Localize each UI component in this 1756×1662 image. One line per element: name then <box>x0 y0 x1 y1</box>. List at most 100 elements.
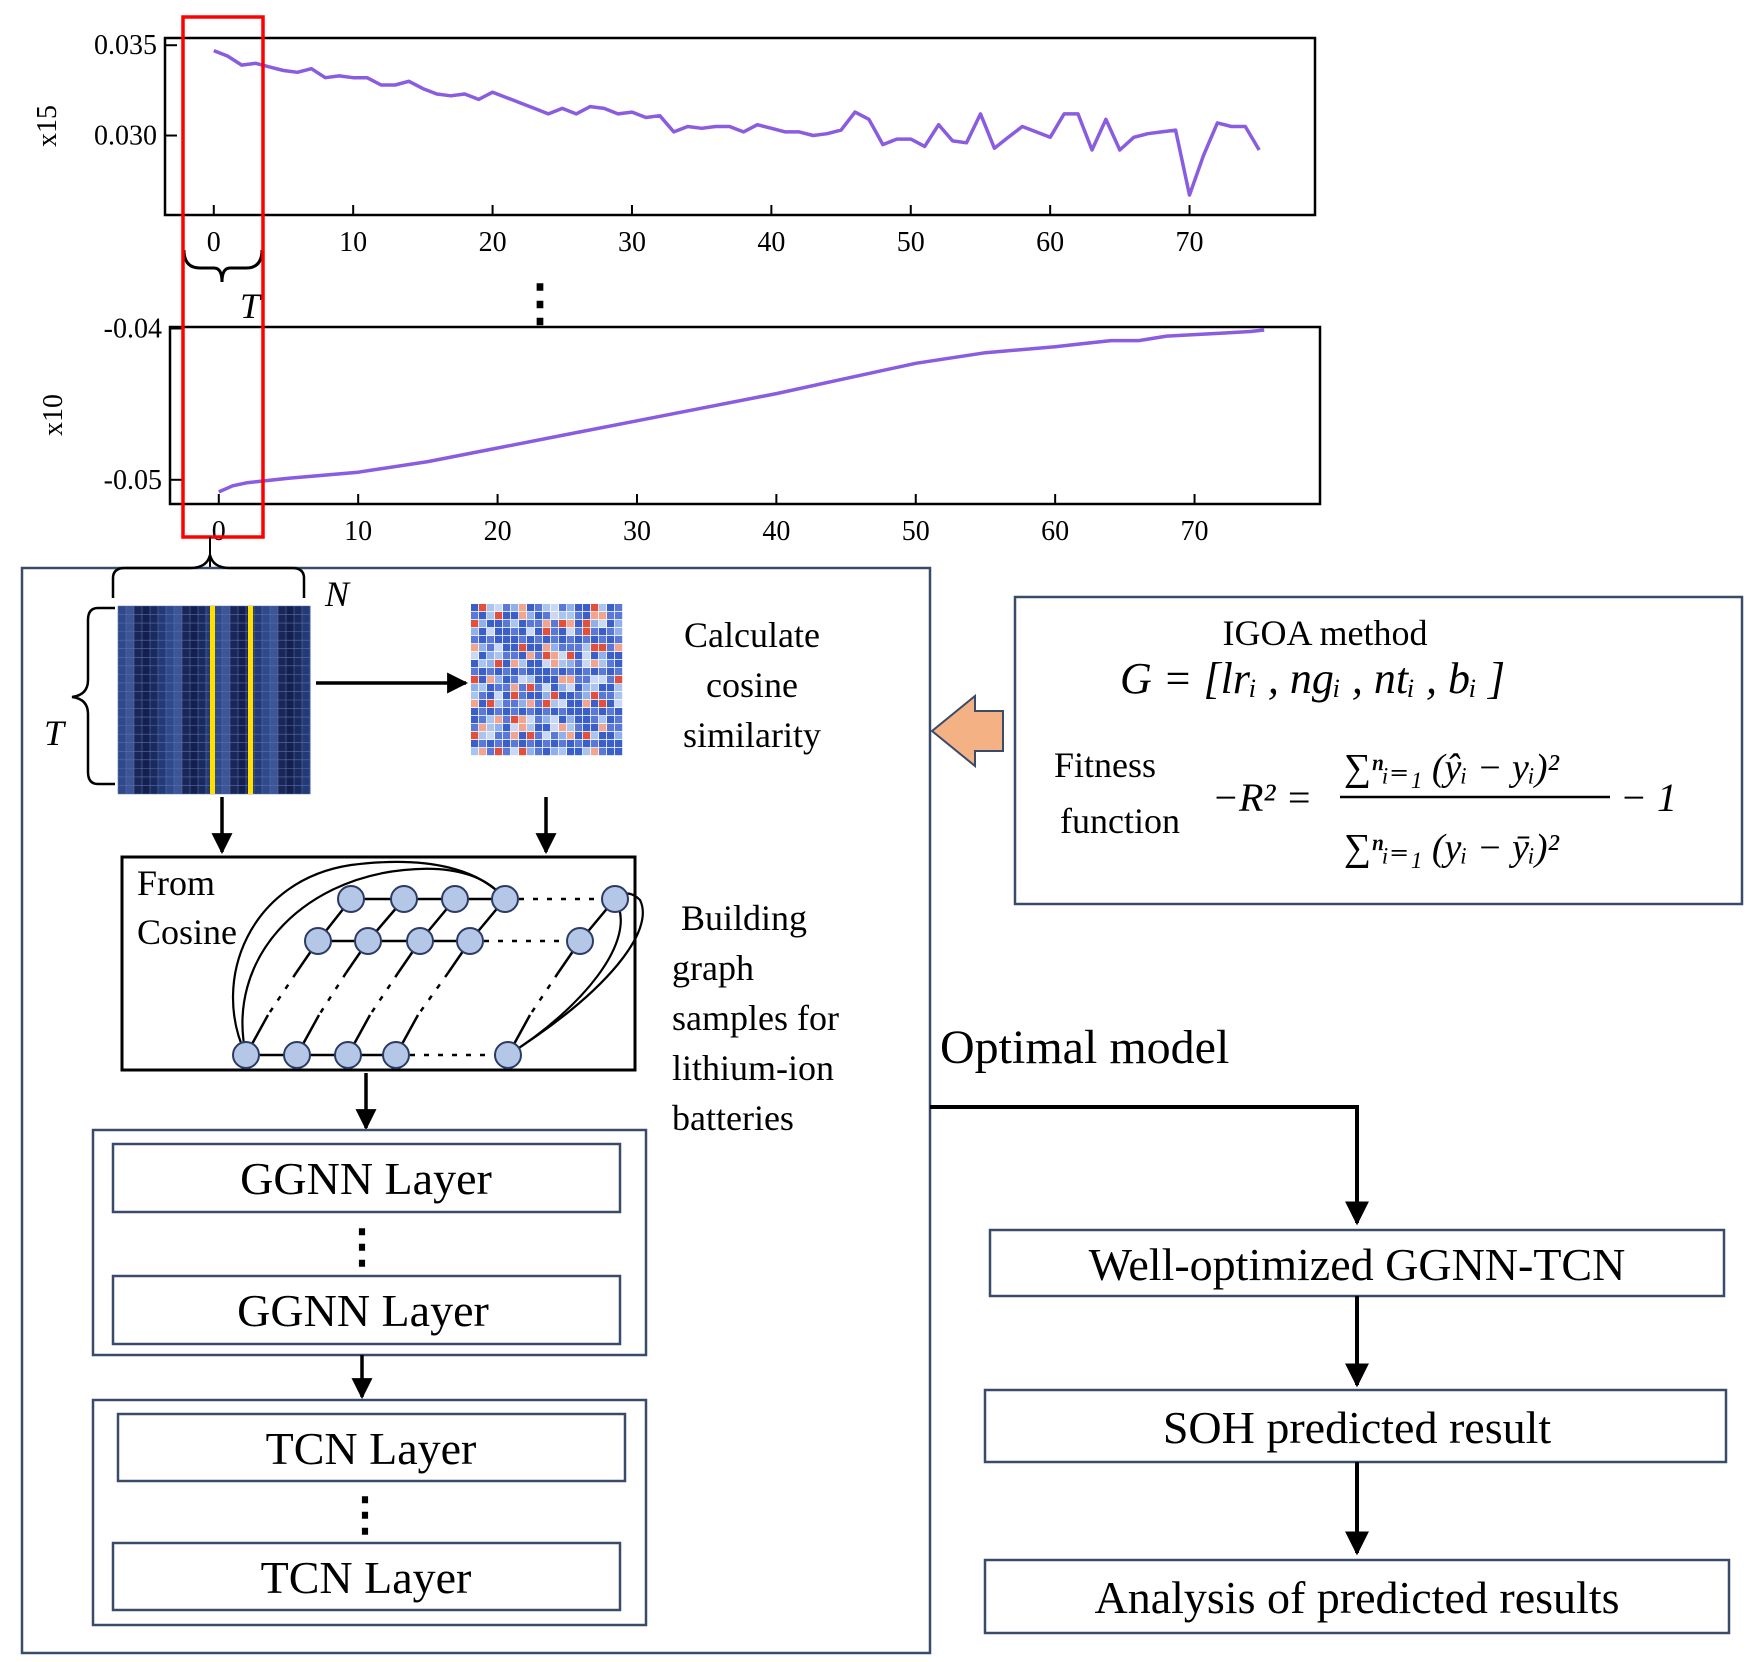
cosine-cell <box>535 740 543 748</box>
cosine-cell <box>583 612 591 620</box>
cosine-cell <box>559 692 567 700</box>
cosine-cell <box>519 644 527 652</box>
cosine-cell <box>583 628 591 636</box>
cosine-cell <box>599 732 607 740</box>
tcn-layer-1 <box>116 1412 627 1483</box>
cosine-cell <box>479 668 487 676</box>
cosine-cell <box>567 748 575 756</box>
tcn-layer-2 <box>111 1541 622 1612</box>
graph-node <box>390 885 418 913</box>
ggnn-layer-2 <box>111 1274 622 1346</box>
graph-node <box>566 927 594 955</box>
cosine-cell <box>559 724 567 732</box>
cosine-cell <box>615 652 623 660</box>
cosine-cell <box>559 740 567 748</box>
tcn-layer-1-label: TCN Layer <box>266 1423 477 1474</box>
cosine-cell <box>479 716 487 724</box>
cosine-cell <box>567 668 575 676</box>
cosine-cell <box>487 660 495 668</box>
cosine-cell <box>543 660 551 668</box>
ggnn-ellipsis: ⋮ <box>339 1221 385 1272</box>
cosine-cell <box>511 652 519 660</box>
cosine-cell <box>551 604 559 612</box>
cosine-cell <box>535 660 543 668</box>
cosine-cell <box>519 652 527 660</box>
cosine-cell <box>567 644 575 652</box>
chart-x10-frame <box>168 325 1322 506</box>
cosine-cell <box>535 676 543 684</box>
y-tick-label: -0.04 <box>104 314 162 345</box>
cosine-cell <box>487 716 495 724</box>
cosine-cell <box>519 724 527 732</box>
cosine-cell <box>527 628 535 636</box>
cosine-cell <box>511 708 519 716</box>
cosine-cell <box>615 636 623 644</box>
cosine-cell <box>591 692 599 700</box>
y-tick-label: -0.05 <box>104 465 162 496</box>
graph-node <box>382 1041 410 1069</box>
heatmap-highlight-column <box>248 606 253 794</box>
cosine-cell <box>599 748 607 756</box>
cosine-text-line2: cosine <box>706 665 798 705</box>
cosine-cell <box>599 604 607 612</box>
cosine-cell <box>535 652 543 660</box>
cosine-cell <box>551 660 559 668</box>
fitness-denominator: ∑ⁿᵢ₌₁ (yᵢ − ȳᵢ)² <box>1344 827 1560 869</box>
cosine-cell <box>615 732 623 740</box>
cosine-cell <box>559 716 567 724</box>
cosine-cell <box>615 708 623 716</box>
cosine-cell <box>495 676 503 684</box>
cosine-cell <box>575 620 583 628</box>
building-text-line3: samples for <box>672 998 839 1038</box>
cosine-cell <box>567 660 575 668</box>
x-tick-label: 0 <box>207 227 221 258</box>
cosine-cell <box>567 732 575 740</box>
cosine-cell <box>551 652 559 660</box>
cosine-cell <box>503 684 511 692</box>
cosine-cell <box>535 604 543 612</box>
cosine-cell <box>495 652 503 660</box>
fitness-label-line1: Fitness <box>1054 745 1156 785</box>
cosine-cell <box>607 676 615 684</box>
cosine-cell <box>519 748 527 756</box>
cosine-cell <box>551 748 559 756</box>
cosine-cell <box>495 700 503 708</box>
cosine-cell <box>535 684 543 692</box>
cosine-cell <box>599 692 607 700</box>
cosine-cell <box>519 700 527 708</box>
cosine-cell <box>543 732 551 740</box>
cosine-cell <box>591 716 599 724</box>
cosine-cell <box>503 620 511 628</box>
cosine-cell <box>527 604 535 612</box>
cosine-cell <box>527 740 535 748</box>
cosine-cell <box>543 604 551 612</box>
building-text-line4: lithium-ion <box>672 1048 834 1088</box>
cosine-cell <box>519 692 527 700</box>
cosine-cell <box>559 684 567 692</box>
cosine-cell <box>591 676 599 684</box>
cosine-cell <box>591 748 599 756</box>
cosine-cell <box>503 668 511 676</box>
cosine-cell <box>567 700 575 708</box>
cosine-cell <box>471 660 479 668</box>
cosine-cell <box>511 692 519 700</box>
cosine-cell <box>607 700 615 708</box>
cosine-cell <box>567 676 575 684</box>
cosine-cell <box>479 692 487 700</box>
cosine-cell <box>575 708 583 716</box>
cosine-cell <box>567 636 575 644</box>
x-tick-label: 30 <box>618 227 646 258</box>
cosine-cell <box>535 732 543 740</box>
cosine-cell <box>471 684 479 692</box>
cosine-cell <box>519 716 527 724</box>
cosine-cell <box>567 724 575 732</box>
cosine-cell <box>503 732 511 740</box>
cosine-cell <box>535 700 543 708</box>
cosine-cell <box>567 692 575 700</box>
cosine-cell <box>487 628 495 636</box>
heatmap-highlight-column <box>210 606 215 794</box>
flow-box-analysis <box>983 1558 1731 1635</box>
graph-edge <box>528 972 560 1016</box>
cosine-cell <box>583 740 591 748</box>
cosine-cell <box>519 628 527 636</box>
